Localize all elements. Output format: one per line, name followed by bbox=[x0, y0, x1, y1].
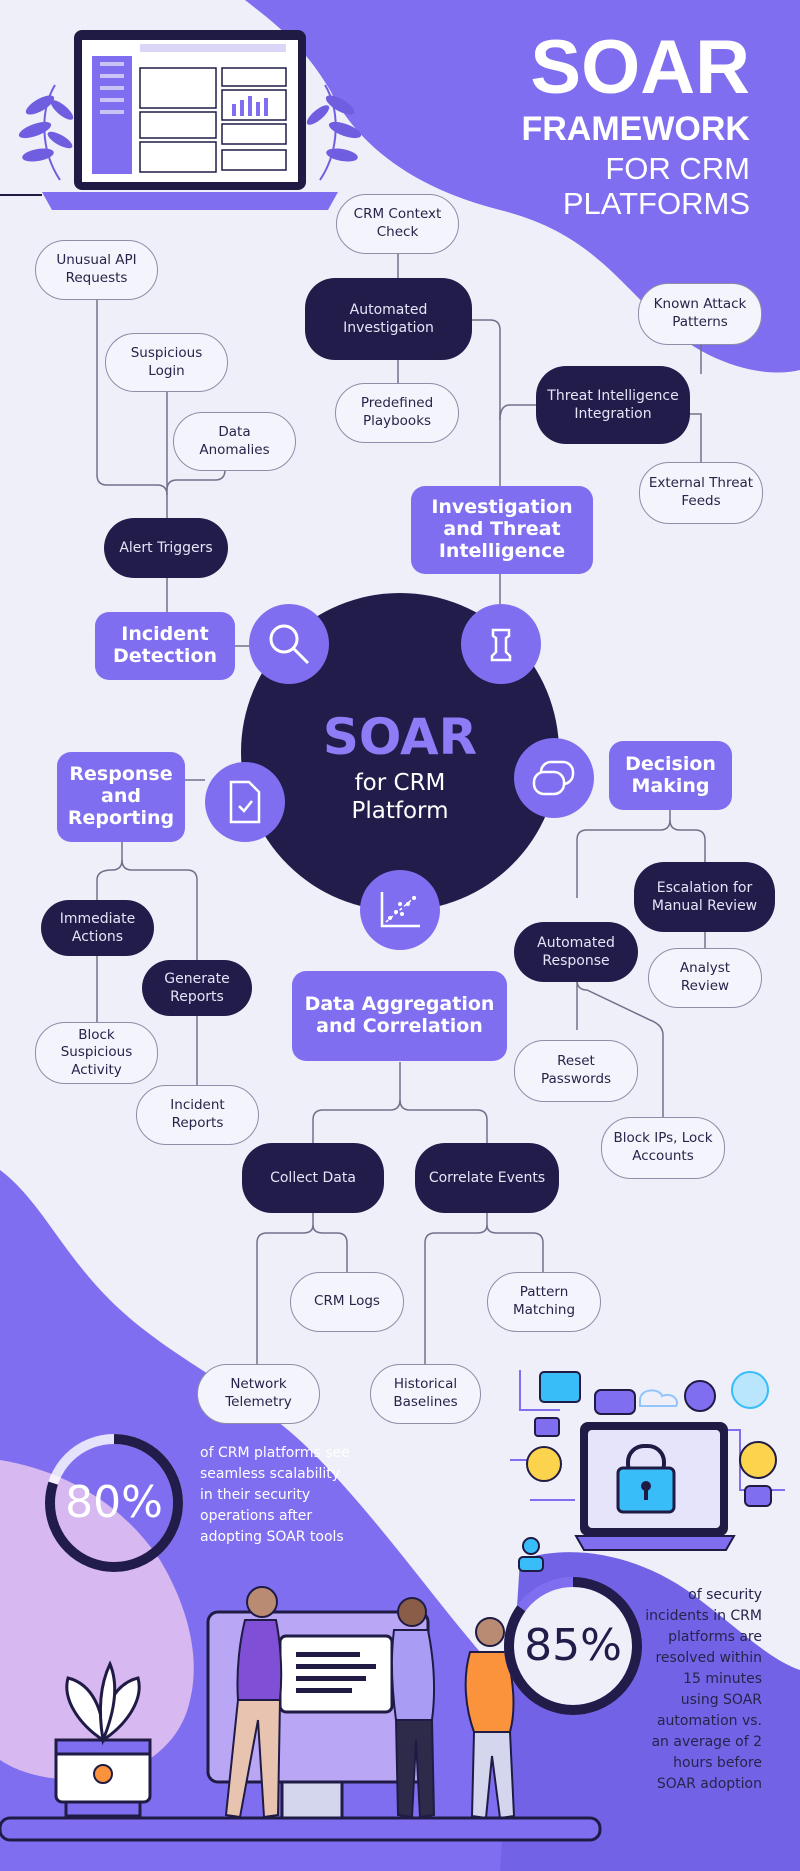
category-data-aggregation: Data Aggregation and Correlation bbox=[292, 971, 507, 1061]
node-crm-logs: CRM Logs bbox=[290, 1272, 404, 1332]
category-investigation: Investigation and Threat Intelligence bbox=[411, 486, 593, 574]
center-subtitle-line1: for CRM bbox=[354, 770, 446, 796]
node-analyst-review: Analyst Review bbox=[648, 948, 762, 1008]
category-decision-making: Decision Making bbox=[609, 741, 732, 810]
category-response-reporting: Response and Reporting bbox=[57, 752, 185, 842]
title-soar: SOAR bbox=[530, 25, 750, 110]
laptop-dashboard-illustration bbox=[0, 30, 362, 210]
node-automated-response: Automated Response bbox=[514, 922, 638, 982]
investigation-icon-circle bbox=[461, 604, 541, 684]
node-data-anomalies: Data Anomalies bbox=[173, 412, 296, 471]
node-pattern-matching: Pattern Matching bbox=[487, 1272, 601, 1332]
stat-85-value: 85% bbox=[524, 1620, 622, 1671]
node-generate-reports: Generate Reports bbox=[142, 960, 252, 1016]
node-threat-intelligence-integration: Threat Intelligence Integration bbox=[536, 366, 690, 444]
node-alert-triggers: Alert Triggers bbox=[104, 518, 228, 578]
node-incident-reports: Incident Reports bbox=[136, 1085, 259, 1145]
data-aggregation-icon-circle bbox=[360, 870, 440, 950]
node-automated-investigation: Automated Investigation bbox=[305, 278, 472, 360]
node-collect-data: Collect Data bbox=[242, 1143, 384, 1213]
node-network-telemetry: Network Telemetry bbox=[197, 1364, 320, 1424]
title-platforms: PLATFORMS bbox=[562, 186, 750, 221]
decision-making-icon-circle bbox=[514, 738, 594, 818]
node-reset-passwords: Reset Passwords bbox=[514, 1040, 638, 1102]
node-block-suspicious-activity: Block Suspicious Activity bbox=[35, 1022, 158, 1084]
category-incident-detection: Incident Detection bbox=[95, 612, 235, 680]
magnifier-icon bbox=[269, 624, 310, 665]
plant-icon bbox=[54, 1660, 152, 1818]
incident-detection-icon-circle bbox=[249, 604, 329, 684]
stat-85-text: of security incidents in CRM platforms a… bbox=[645, 1587, 762, 1792]
stat-80-value: 80% bbox=[65, 1477, 163, 1528]
document-check-icon bbox=[229, 780, 261, 824]
node-external-threat-feeds: External Threat Feeds bbox=[639, 462, 763, 524]
stat-80-ring bbox=[45, 1434, 183, 1572]
title-for-crm: FOR CRM bbox=[605, 151, 750, 186]
scatter-chart-icon bbox=[380, 892, 420, 928]
chess-rook-icon bbox=[490, 628, 512, 662]
node-historical-baselines: Historical Baselines bbox=[370, 1364, 481, 1424]
center-title: SOAR bbox=[322, 708, 478, 766]
title-framework: FRAMEWORK bbox=[521, 110, 750, 148]
node-escalation-manual-review: Escalation for Manual Review bbox=[634, 862, 775, 932]
center-subtitle-line2: Platform bbox=[351, 798, 449, 824]
person-badge-icon bbox=[518, 1537, 544, 1572]
node-immediate-actions: Immediate Actions bbox=[41, 900, 154, 956]
stat-85-ring bbox=[504, 1577, 642, 1715]
chat-bubbles-icon bbox=[532, 760, 575, 796]
node-suspicious-login: Suspicious Login bbox=[105, 333, 228, 392]
node-unusual-api-requests: Unusual API Requests bbox=[35, 240, 158, 300]
security-laptop-illustration bbox=[510, 1370, 785, 1551]
response-reporting-icon-circle bbox=[205, 762, 285, 842]
node-block-ips-lock-accounts: Block IPs, Lock Accounts bbox=[601, 1117, 725, 1179]
team-illustration bbox=[0, 1586, 602, 1842]
stat-80-text: of CRM platforms see seamless scalabilit… bbox=[200, 1445, 350, 1545]
node-crm-context-check: CRM Context Check bbox=[336, 194, 459, 254]
node-correlate-events: Correlate Events bbox=[415, 1143, 559, 1213]
node-known-attack-patterns: Known Attack Patterns bbox=[638, 283, 762, 345]
node-predefined-playbooks: Predefined Playbooks bbox=[335, 383, 459, 443]
